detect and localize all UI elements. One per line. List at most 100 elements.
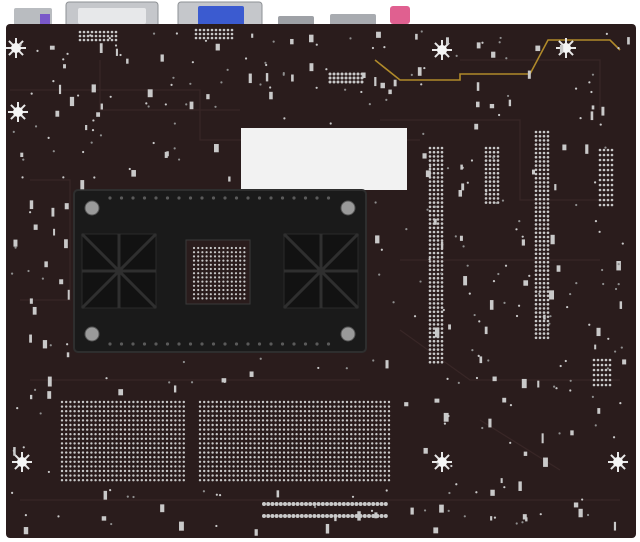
pcie-solder-pad — [538, 269, 542, 272]
pcie-solder-pad — [436, 167, 440, 171]
ram-solder-pad — [274, 465, 277, 468]
smd-component — [249, 371, 254, 377]
socket-pin — [209, 263, 212, 266]
side-solder-pad — [610, 188, 614, 192]
ram-solder-pad — [341, 469, 344, 473]
ram-solder-pad — [90, 456, 93, 459]
ram-solder-pad — [102, 456, 106, 459]
pcie-solder-pad — [542, 185, 546, 188]
ram-solder-pad — [320, 419, 323, 422]
ram-solder-pad — [383, 437, 386, 440]
socket-pin — [213, 293, 217, 296]
smd-component — [404, 402, 409, 407]
ram-solder-pad — [232, 465, 235, 468]
ram-solder-pad — [144, 451, 148, 454]
ram-solder-pad — [387, 400, 391, 404]
ram-solder-pad — [270, 423, 273, 427]
ram-solder-pad — [224, 437, 227, 440]
solder-point — [574, 87, 578, 90]
pcie-solder-pad — [428, 155, 432, 158]
mounting-hole — [432, 452, 452, 472]
solder-point — [62, 176, 65, 179]
socket-pin — [197, 293, 200, 296]
solder-point — [282, 73, 285, 76]
pcie-solder-pad — [542, 290, 546, 293]
socket-pin — [218, 246, 221, 250]
ram-solder-pad — [341, 405, 344, 408]
ram-solder-pad — [86, 474, 89, 477]
smd-component — [489, 103, 495, 109]
ram-solder-pad — [77, 414, 81, 417]
ram-solder-pad — [232, 410, 235, 413]
solder-point — [325, 68, 328, 71]
socket-pin — [197, 276, 200, 279]
ram-solder-pad — [161, 456, 164, 459]
ram-solder-pad — [324, 469, 328, 473]
ram-solder-pad — [65, 405, 68, 408]
pcie-solder-pad — [542, 336, 546, 340]
ram-solder-pad — [232, 442, 235, 445]
ram-solder-pad — [165, 437, 169, 440]
ram-solder-pad — [295, 410, 298, 413]
side-solder-pad — [596, 358, 600, 362]
header-solder-pad — [295, 502, 300, 506]
ram-solder-pad — [278, 419, 281, 422]
ram-solder-pad — [320, 410, 323, 413]
pcie-solder-pad — [428, 306, 432, 309]
solder-point — [93, 176, 96, 179]
ram-solder-pad — [198, 400, 202, 404]
ram-solder-pad — [69, 419, 72, 422]
ram-solder-pad — [111, 460, 114, 463]
ram-solder-pad — [98, 451, 102, 454]
pcie-solder-pad — [492, 180, 496, 183]
ram-solder-pad — [203, 405, 206, 408]
ram-solder-pad — [249, 419, 252, 422]
ram-solder-pad — [219, 433, 223, 436]
pcie-solder-pad — [542, 311, 546, 314]
socket-pin — [197, 288, 200, 292]
ram-solder-pad — [287, 414, 290, 417]
ram-solder-pad — [278, 474, 281, 477]
ram-solder-pad — [102, 428, 106, 431]
pcie-solder-pad — [440, 339, 444, 343]
socket-pin — [197, 259, 200, 262]
socket-pin — [230, 251, 233, 254]
pcie-solder-pad — [538, 134, 542, 138]
pcie-solder-pad — [432, 213, 436, 217]
pcie-solder-pad — [546, 273, 550, 277]
ram-solder-pad — [366, 460, 370, 463]
pcie-solder-pad — [534, 172, 538, 176]
ram-solder-pad — [128, 451, 131, 454]
ram-solder-pad — [81, 465, 85, 468]
ram-solder-pad — [165, 469, 169, 473]
ram-solder-pad — [219, 469, 223, 473]
ram-solder-pad — [81, 456, 85, 459]
ram-solder-pad — [153, 437, 156, 440]
ram-solder-pad — [261, 446, 265, 450]
ram-solder-pad — [60, 410, 64, 413]
io-solder-pad — [230, 28, 234, 32]
ram-solder-pad — [324, 410, 328, 413]
solder-point — [329, 122, 332, 125]
io-solder-pad — [114, 38, 118, 42]
ram-solder-pad — [274, 474, 277, 477]
pcie-solder-pad — [546, 290, 550, 293]
ram-solder-pad — [149, 437, 152, 440]
solder-point — [473, 313, 476, 317]
ram-solder-pad — [123, 410, 127, 413]
pcie-solder-pad — [432, 176, 436, 179]
pcie-solder-pad — [538, 155, 542, 159]
ram-solder-pad — [140, 437, 143, 440]
solder-point — [499, 36, 502, 40]
ram-solder-pad — [266, 451, 269, 454]
ram-solder-pad — [219, 442, 223, 445]
smd-component — [523, 451, 528, 456]
ram-solder-pad — [94, 474, 97, 477]
ram-solder-pad — [324, 465, 328, 468]
pcie-solder-pad — [436, 293, 440, 297]
ram-solder-pad — [329, 460, 332, 463]
socket-pin — [243, 288, 246, 292]
ram-solder-pad — [119, 437, 123, 440]
ram-solder-pad — [261, 410, 265, 413]
pcie-solder-pad — [546, 155, 550, 159]
